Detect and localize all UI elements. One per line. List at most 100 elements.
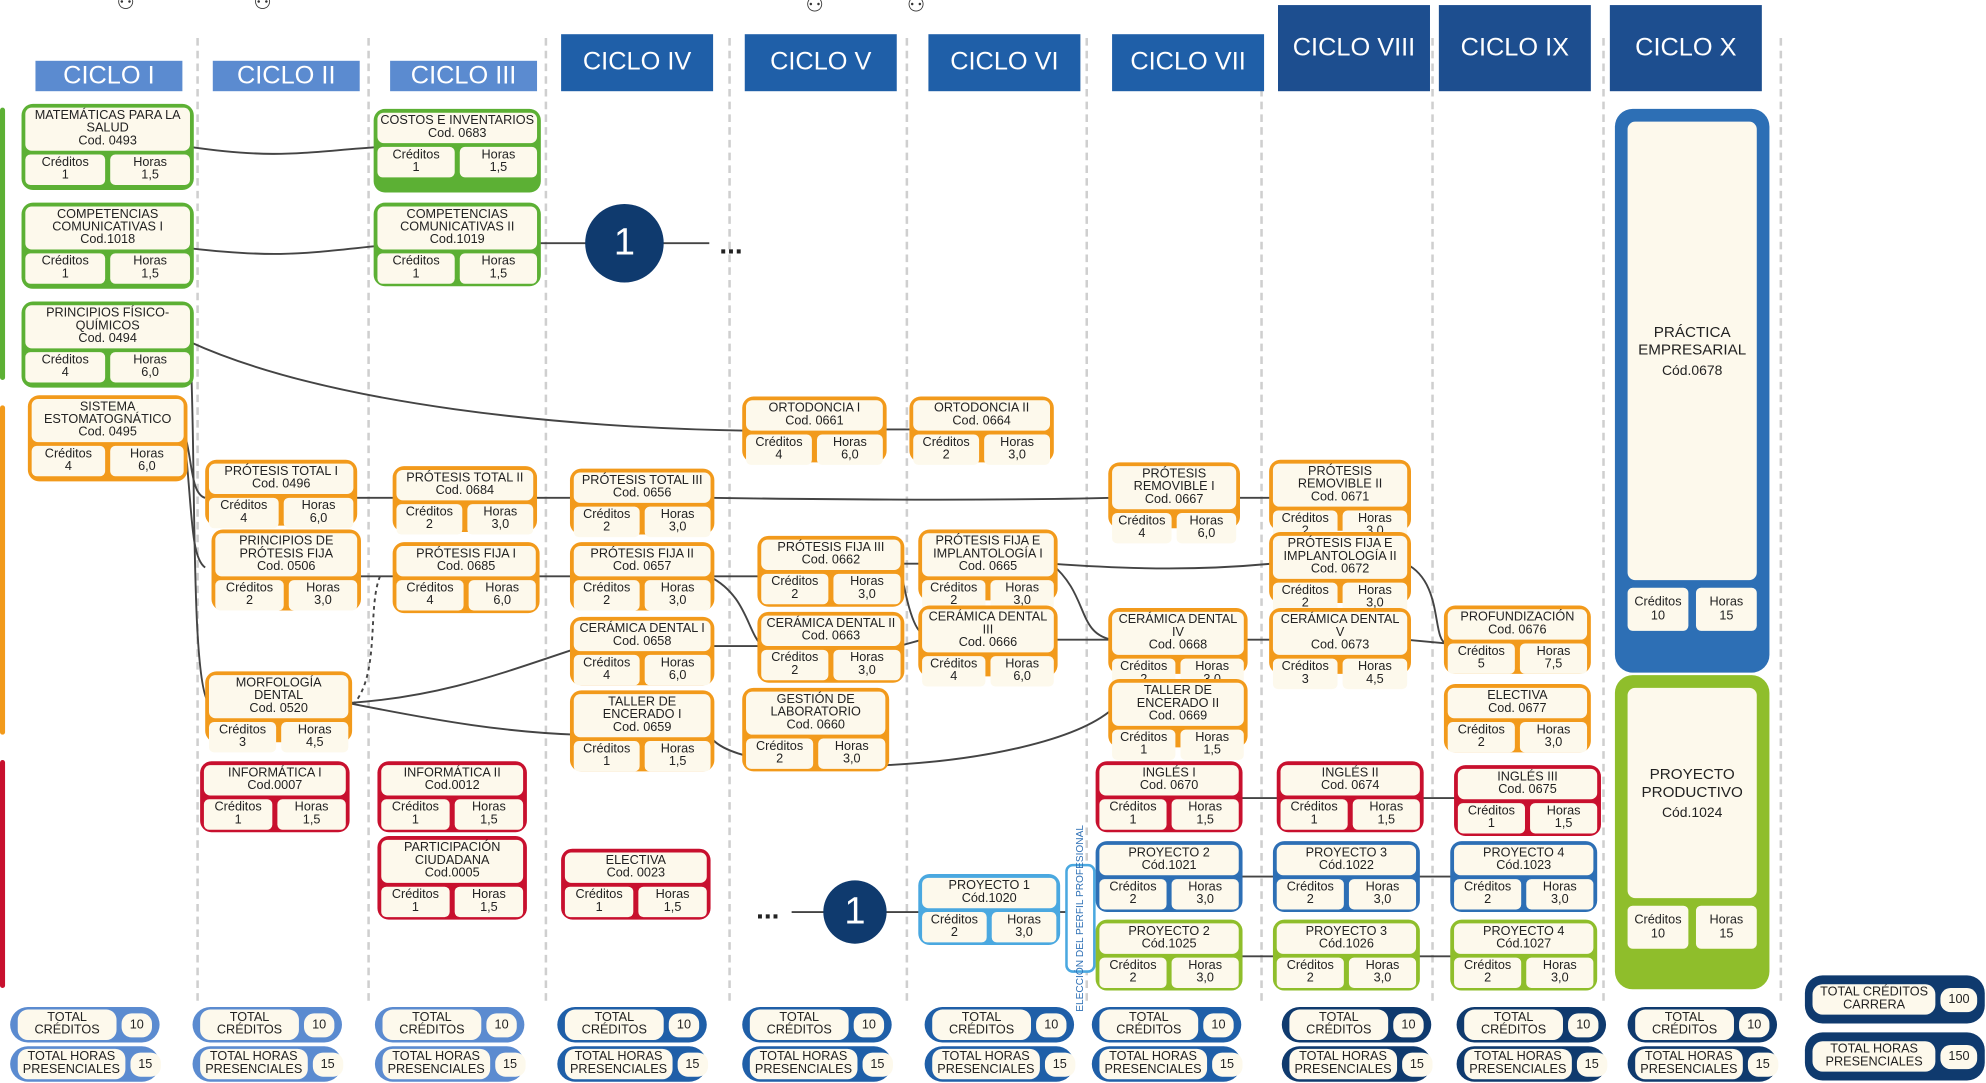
cycle-header: CICLO IV	[561, 34, 714, 92]
course-name: PRÓTESIS TOTAL II	[406, 471, 524, 486]
course-name: MATEMÁTICAS PARA LA SALUD	[34, 108, 181, 136]
link	[1405, 638, 1447, 645]
course-code: Cod. 0685	[436, 559, 496, 574]
link	[189, 341, 210, 704]
course-name: PRÓTESIS FIJA III	[777, 540, 885, 555]
course-code: Cod. 0683	[428, 126, 487, 141]
course-code: Cód.1025	[1141, 937, 1197, 952]
course-code: Cod. 0665	[958, 559, 1018, 574]
course-code: Cod. 0677	[1488, 701, 1547, 716]
total-credits-value: 10	[121, 1012, 152, 1037]
total-hours-value: 15	[312, 1051, 343, 1077]
course-name: TALLER DE ENCERADO II	[1136, 684, 1220, 711]
cycle-header: CICLO II	[212, 60, 360, 92]
course-name: COMPETENCIAS COMUNICATIVAS II	[400, 207, 515, 235]
total-credits-value: 10	[1036, 1012, 1067, 1037]
course-name: PRINCIPIOS DE PRÓTESIS FIJA	[239, 534, 334, 562]
course-name: CERÁMICA DENTAL II	[766, 616, 896, 631]
course-name: CERÁMICA DENTAL V	[1280, 613, 1400, 640]
total-credits-label: TOTAL CRÉDITOS	[1635, 1009, 1734, 1040]
course-code: Cód.1027	[1496, 937, 1552, 952]
course-code: Cod. 0668	[1148, 638, 1208, 653]
practica-name: PRÁCTICA EMPRESARIAL	[1638, 323, 1747, 359]
course-name: PRÓTESIS TOTAL III	[581, 473, 703, 488]
total-credits-value: 10	[486, 1012, 517, 1037]
cycle-header: CICLO IX	[1438, 5, 1591, 92]
course-name: PROYECTO 1	[948, 879, 1030, 894]
course-code: Cod.0012	[424, 779, 480, 793]
practica-code: Cód.0678	[1661, 363, 1723, 379]
course-name: PRÓTESIS FIJA I	[416, 547, 517, 562]
